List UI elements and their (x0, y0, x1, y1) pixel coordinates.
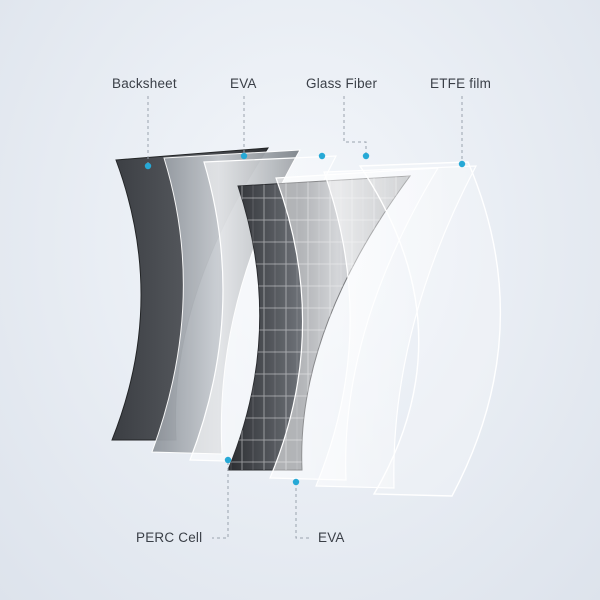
marker-etfe-film (458, 160, 466, 168)
marker-perc-cell (224, 456, 232, 464)
marker-backsheet (144, 162, 152, 170)
marker-eva-bottom (292, 478, 300, 486)
marker-glass-fiber-2 (362, 152, 370, 160)
leader-perc-cell (212, 462, 229, 539)
marker-glass-fiber-1 (318, 152, 326, 160)
label-glass-fiber: Glass Fiber (306, 76, 378, 91)
label-perc-cell: PERC Cell (136, 530, 203, 545)
label-eva-bottom: EVA (318, 530, 345, 545)
layer-glass-fiber-front (315, 165, 478, 489)
leader-eva-bottom (295, 482, 310, 539)
marker-eva-top (240, 152, 248, 160)
label-eva-top: EVA (230, 76, 257, 91)
label-etfe-film: ETFE film (430, 76, 492, 91)
label-backsheet: Backsheet (112, 76, 177, 91)
leader-glass-fiber (343, 96, 367, 154)
layer-etfe-film (358, 161, 502, 497)
